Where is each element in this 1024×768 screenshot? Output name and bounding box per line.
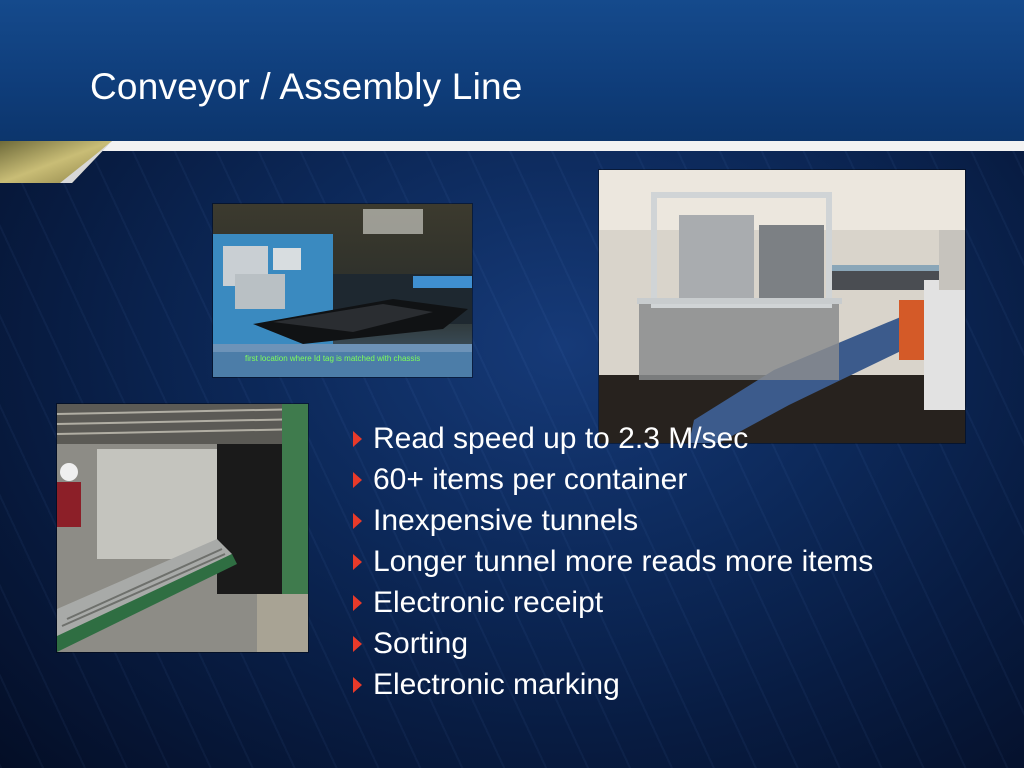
assembly-line-photo: first location where Id tag is matched w… bbox=[213, 204, 472, 377]
bullet-arrow-icon bbox=[353, 431, 362, 447]
list-item: Electronic marking bbox=[353, 664, 873, 705]
list-item-label: 60+ items per container bbox=[373, 463, 688, 496]
list-item-label: Electronic receipt bbox=[373, 586, 604, 619]
header-band: Conveyor / Assembly Line bbox=[0, 0, 1024, 142]
list-item: Sorting bbox=[353, 623, 873, 664]
bullet-arrow-icon bbox=[353, 554, 362, 570]
list-item-label: Inexpensive tunnels bbox=[373, 504, 639, 537]
list-item: 60+ items per container bbox=[353, 459, 873, 500]
feature-list: Read speed up to 2.3 M/sec 60+ items per… bbox=[353, 418, 873, 705]
list-item-label: Longer tunnel more reads more items bbox=[373, 545, 874, 578]
slide-title: Conveyor / Assembly Line bbox=[90, 66, 523, 107]
rfid-tunnel-image bbox=[599, 170, 965, 443]
list-item-label: Electronic marking bbox=[373, 668, 620, 701]
list-item: Inexpensive tunnels bbox=[353, 500, 873, 541]
bullet-arrow-icon bbox=[353, 472, 362, 488]
decorative-band bbox=[0, 141, 1024, 183]
assembly-line-image bbox=[213, 204, 472, 377]
list-item: Read speed up to 2.3 M/sec bbox=[353, 418, 873, 459]
conveyor-tunnel-photo bbox=[57, 404, 308, 652]
bullet-arrow-icon bbox=[353, 677, 362, 693]
list-item: Longer tunnel more reads more items bbox=[353, 541, 873, 582]
bullet-arrow-icon bbox=[353, 595, 362, 611]
list-item-label: Read speed up to 2.3 M/sec bbox=[373, 422, 749, 455]
list-item: Electronic receipt bbox=[353, 582, 873, 623]
bullet-arrow-icon bbox=[353, 636, 362, 652]
rfid-tunnel-photo bbox=[599, 170, 965, 443]
bullet-arrow-icon bbox=[353, 513, 362, 529]
conveyor-tunnel-image bbox=[57, 404, 308, 652]
list-item-label: Sorting bbox=[373, 627, 469, 660]
photo-caption: first location where Id tag is matched w… bbox=[245, 354, 421, 363]
